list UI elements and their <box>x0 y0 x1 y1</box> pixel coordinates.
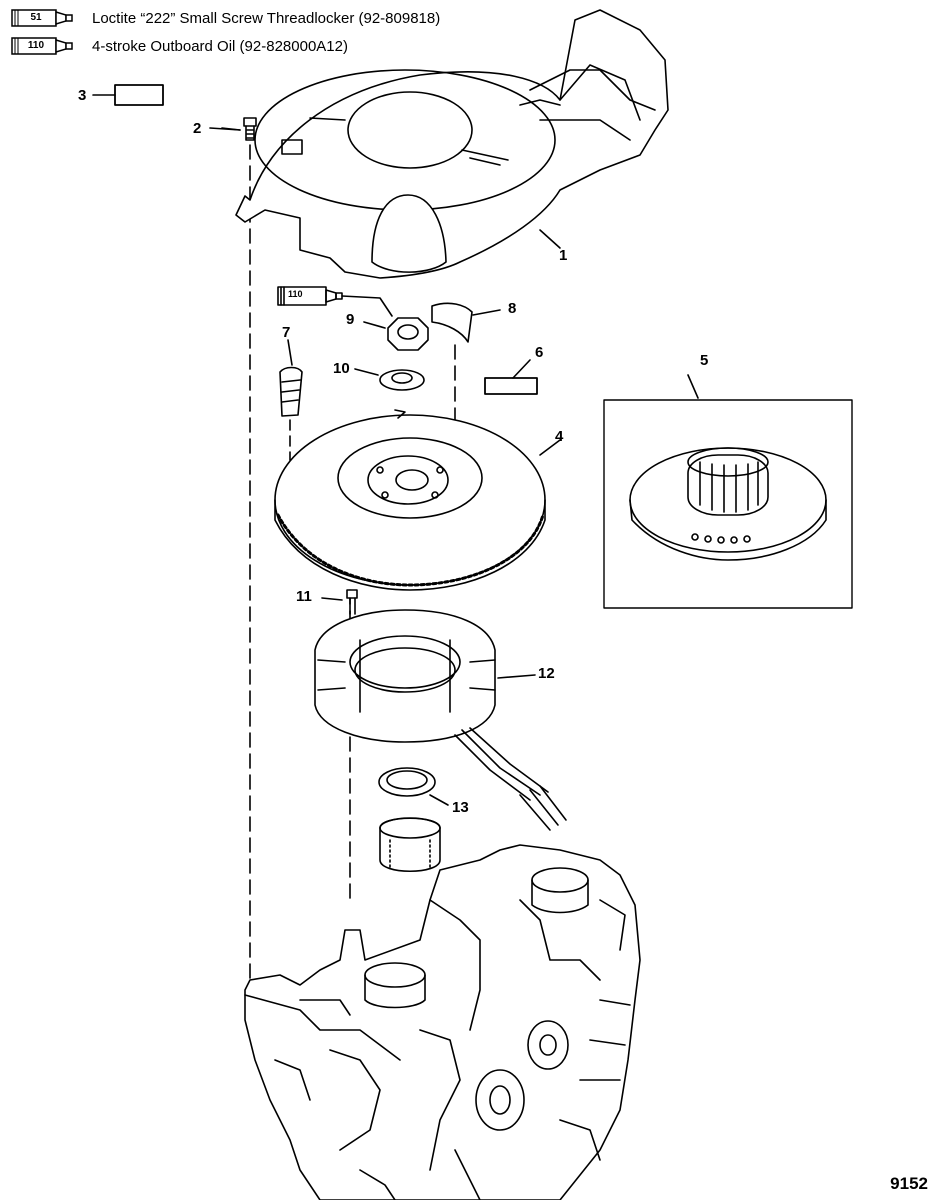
tube-icon: 110 <box>10 35 74 57</box>
tube-icon: 51 <box>10 7 74 29</box>
callout-10: 10 <box>333 360 350 377</box>
callout-2: 2 <box>193 120 202 137</box>
part-7-magnet <box>279 339 303 417</box>
legend-row-threadlocker: 51 Loctite “222” Small Screw Threadlocke… <box>10 7 440 29</box>
part-13-ring <box>378 767 449 806</box>
legend-row-oil: 110 4-stroke Outboard Oil (92-828000A12) <box>10 35 348 57</box>
gear-collar <box>379 817 441 873</box>
oil-tube-code: 110 <box>288 289 303 299</box>
callout-5: 5 <box>700 352 709 369</box>
part-8-key <box>431 302 501 343</box>
part-4-flywheel <box>274 409 561 591</box>
tube-code: 110 <box>27 40 45 51</box>
engine-block <box>244 844 641 1200</box>
callout-8: 8 <box>508 300 517 317</box>
part-12-stator <box>314 609 567 831</box>
part-9-nut <box>363 317 429 351</box>
callout-3: 3 <box>78 87 87 104</box>
callout-9: 9 <box>346 311 355 328</box>
legend-text: 4-stroke Outboard Oil (92-828000A12) <box>92 37 348 55</box>
oil-tube-graphic <box>277 286 393 317</box>
legend-text: Loctite “222” Small Screw Threadlocker (… <box>92 9 441 27</box>
part-2-screw <box>209 117 257 141</box>
part-5-inset <box>603 374 853 609</box>
figure-number: 9152 <box>890 1174 928 1193</box>
tube-code: 51 <box>30 12 42 23</box>
callout-12: 12 <box>538 665 555 682</box>
callout-6: 6 <box>535 344 544 361</box>
part-1-flywheel-cover <box>235 9 669 279</box>
part-11-screw <box>321 589 358 615</box>
callout-4: 4 <box>555 428 564 445</box>
callout-11: 11 <box>296 588 312 605</box>
part-3-decal-box <box>114 84 164 106</box>
part-10-washer <box>354 368 425 391</box>
callout-7: 7 <box>282 324 291 341</box>
part-6-decal-box <box>484 377 538 395</box>
callout-13: 13 <box>452 799 469 816</box>
callout-1: 1 <box>559 247 568 264</box>
